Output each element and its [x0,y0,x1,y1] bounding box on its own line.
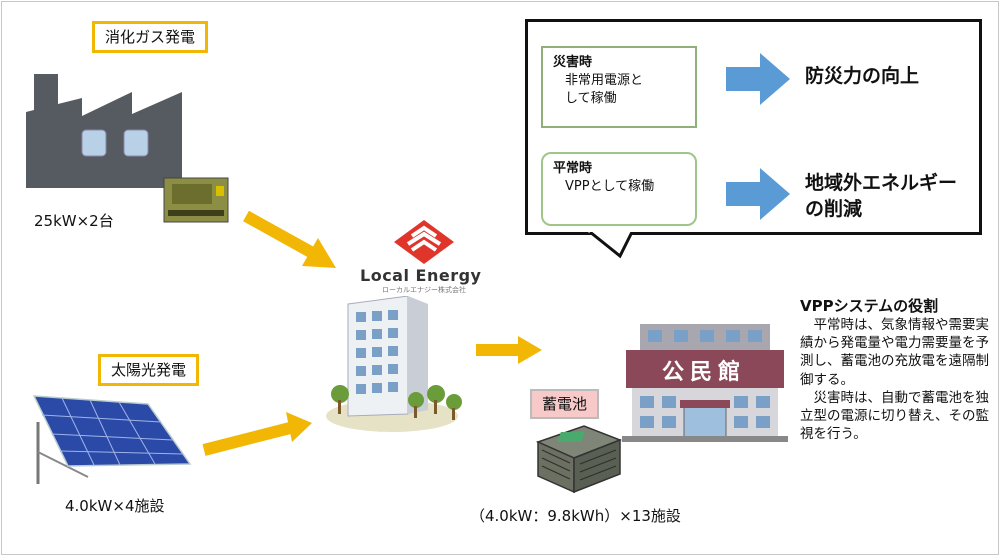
factory-illustration [26,74,229,223]
community-center-sign: 公民館 [661,360,746,385]
biogas-tag: 消化ガス発電 [92,21,209,53]
vpp-role-panel: VPPシステムの役割 平常時は、気象情報や需要実績から発電量や電力需要量を予測し… [800,296,990,443]
normal-mode-box: 平常時 VPPとして稼働 [541,152,697,226]
solar-panel-illustration [32,395,192,484]
company-name: Local Energy [360,266,482,285]
arrow-solar-to-center [202,412,312,456]
factory-window [123,129,149,157]
battery-capacity: （4.0kW：9.8kWh）×13施設 [470,507,681,525]
community-center-illustration [622,324,788,442]
arrow-biogas-to-center [243,210,336,268]
callout-pointer [588,232,634,259]
factory-window [81,129,107,157]
normal-mode-title: 平常時 [553,161,593,176]
disaster-mode-box: 災害時 非常用電源と して稼働 [541,46,697,128]
biogas-capacity: 25kW×2台 [34,212,114,230]
office-building-illustration [326,296,462,432]
battery-icon [535,425,623,494]
vpp-role-title: VPPシステムの役割 [800,297,939,315]
disaster-mode-line1: 非常用電源と [565,73,644,88]
battery-tag: 蓄電池 [530,389,600,419]
disaster-mode-title: 災害時 [553,55,593,70]
disaster-result: 防災力の向上 [805,65,920,87]
vpp-role-para2: 災害時は、自動で蓄電池を独立型の電源に切り替え、その監視を行う。 [800,389,989,443]
generator-icon [163,177,229,223]
vpp-role-para1: 平常時は、気象情報や需要実績から発電量や電力需要量を予測し、蓄電池の充放電を遠隔… [800,317,989,388]
normal-result-line2: の削減 [805,198,863,220]
arrow-center-to-hall [476,336,542,364]
blue-arrow-disaster [726,53,790,105]
solar-capacity: 4.0kW×4施設 [65,497,165,515]
normal-mode-line1: VPPとして稼働 [565,179,655,194]
company-subtitle: ローカルエナジー株式会社 [382,286,466,294]
blue-arrow-normal [726,168,790,220]
normal-result-line1: 地域外エネルギー [805,172,958,194]
local-energy-logo-icon [394,220,454,264]
disaster-mode-line2: して稼働 [565,91,617,106]
solar-tag: 太陽光発電 [98,354,200,386]
